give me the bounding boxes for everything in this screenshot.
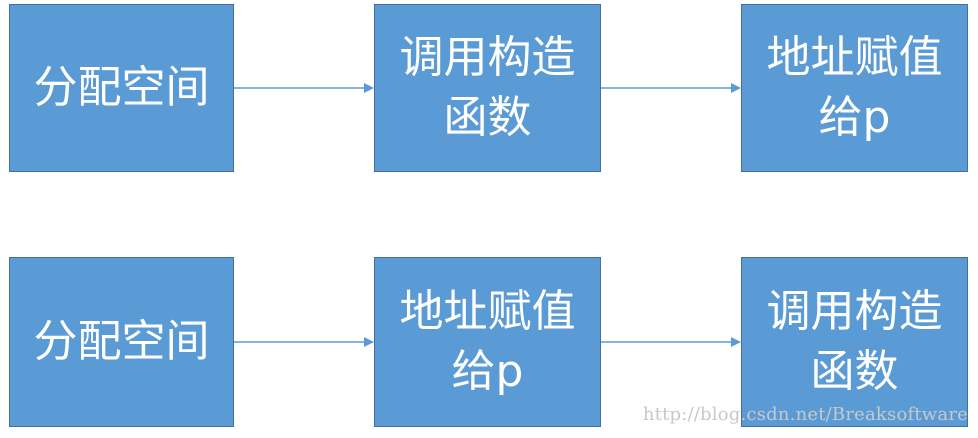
row2-step-allocate-space: 分配空间 [9,257,234,427]
row1-step-allocate-space: 分配空间 [9,4,234,172]
row1-step-1-label: 分配空间 [33,62,210,113]
row1-step-assign-address: 地址赋值给p [741,4,968,172]
row1-step-call-constructor: 调用构造函数 [374,4,601,172]
row2-step-call-constructor: 调用构造函数 [741,257,968,427]
row2-step-assign-address: 地址赋值给p [374,257,601,427]
row2-step-3-label: 调用构造函数 [766,286,943,397]
watermark-url: http://blog.csdn.net/Breaksoftware [642,404,968,425]
row2-step-1-label: 分配空间 [33,316,210,367]
row1-step-2-label: 调用构造函数 [399,32,576,143]
row2-step-2-label: 地址赋值给p [399,286,576,397]
row1-step-3-label: 地址赋值给p [766,32,943,143]
